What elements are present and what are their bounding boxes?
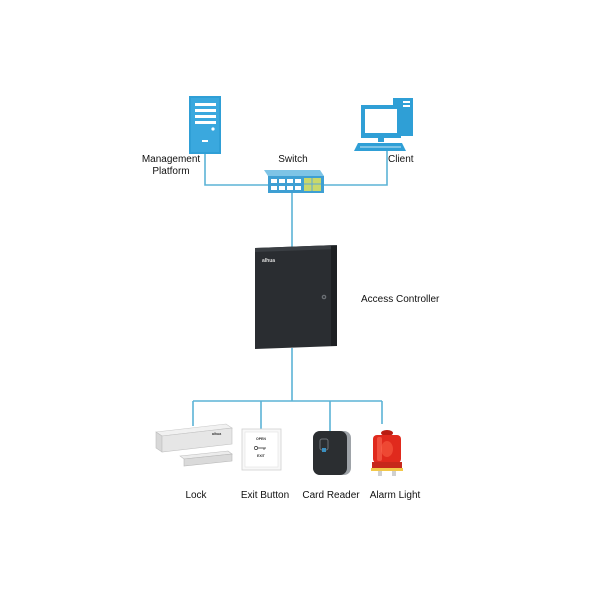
- client-label: Client: [388, 154, 414, 165]
- controller-brand-mark: alhua: [262, 258, 275, 264]
- management-platform-label-line1: Management: [141, 154, 201, 165]
- management-platform-label-line2: Platform: [152, 166, 190, 177]
- switch-label: Switch: [278, 154, 308, 165]
- lock-label: Lock: [185, 490, 207, 501]
- management-platform-label: Management Platform: [138, 154, 204, 178]
- exit-button-label: Exit Button: [240, 490, 290, 501]
- line-client-to-switch: [322, 151, 388, 186]
- card-reader-label: Card Reader: [302, 490, 360, 501]
- alarm-light-label: Alarm Light: [369, 490, 421, 501]
- network-switch-icon: [264, 170, 324, 193]
- line-server-to-switch: [204, 152, 268, 186]
- desktop-computer-icon: [354, 98, 413, 151]
- server-tower-icon: [189, 96, 221, 154]
- exit-sign-top: OPEN: [256, 437, 266, 441]
- alarm-light-icon: [371, 430, 403, 476]
- lock-brand-mark: alhua: [212, 432, 221, 436]
- magnetic-lock-icon: alhua: [155, 423, 233, 467]
- connector-lines: [192, 151, 388, 431]
- exit-sign-bottom: EXIT: [257, 454, 266, 458]
- exit-button-icon: OPEN EXIT: [241, 428, 282, 471]
- access-controller-label: Access Controller: [361, 294, 440, 305]
- card-reader-icon: [313, 431, 351, 475]
- controller-cabinet-icon: alhua: [255, 245, 337, 349]
